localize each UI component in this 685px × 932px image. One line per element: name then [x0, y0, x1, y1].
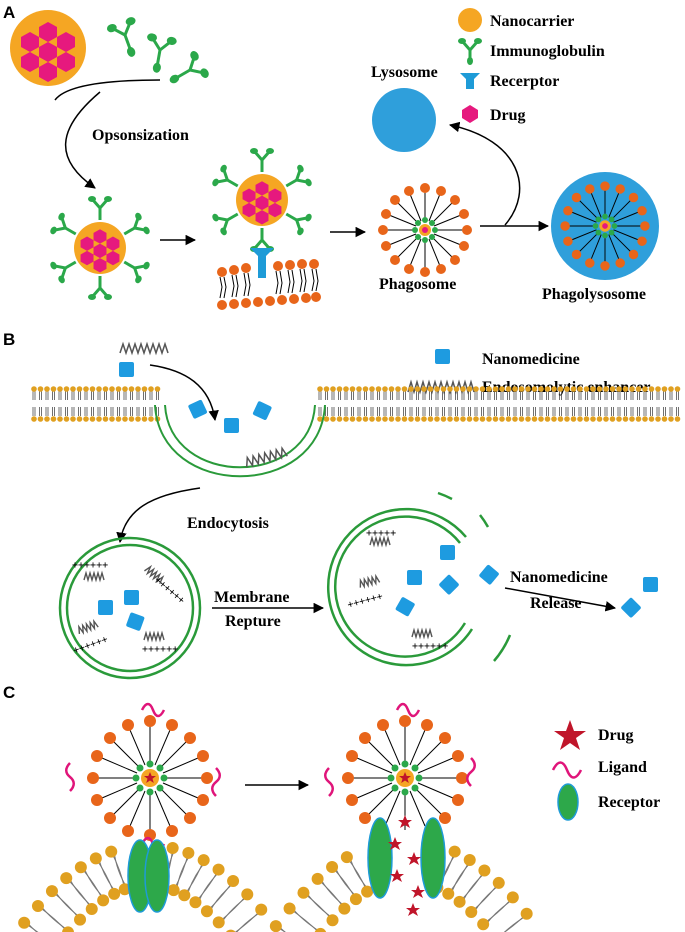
- endocytic-pit-outer: [154, 404, 326, 478]
- svg-text:+++++: +++++: [366, 528, 396, 539]
- nanomedicine-icon: [435, 349, 450, 364]
- endocytosis-label: Endocytosis: [187, 515, 269, 532]
- svg-text:++++++: ++++++: [72, 560, 108, 571]
- receptor-membrane-right: [269, 845, 533, 932]
- svg-text:++++++: ++++++: [412, 641, 448, 652]
- legend-a-label-3: Drug: [490, 107, 526, 124]
- panel-a-legend: Nanocarrier Immunoglobulin Recerptor Dru…: [458, 8, 605, 124]
- phagosome-label: Phagosome: [379, 276, 456, 293]
- incoming-nanomedicine: [119, 362, 134, 377]
- endosome: ++++++ ++++++ ++++++ ++++++: [58, 536, 202, 680]
- svg-text:++++++: ++++++: [346, 591, 384, 611]
- merge-line: [54, 79, 161, 101]
- panel-c: C Drug Ligand Receptor: [3, 683, 660, 932]
- receptor-ellipse-icon: [557, 783, 579, 821]
- release-arrow: [504, 587, 617, 612]
- pit-nanomedicine: [252, 401, 272, 420]
- pit-enhancer: [245, 445, 288, 468]
- nanocarrier-loaded: [10, 10, 86, 86]
- phagolysosome-label: Phagolysosome: [542, 286, 646, 303]
- legend-b-label-0: Nanomedicine: [482, 351, 580, 368]
- legend-c-label-2: Receptor: [598, 794, 660, 811]
- endosome-arrow: [116, 487, 201, 544]
- phagolysosome: [551, 172, 659, 280]
- phagosome: [378, 183, 472, 277]
- ligand-icon: [551, 761, 583, 779]
- legend-c-label-0: Drug: [598, 727, 634, 744]
- incoming-enhancer: [119, 341, 169, 356]
- free-immunoglobulins: [106, 17, 209, 84]
- svg-text:++++++: ++++++: [142, 644, 178, 655]
- released-drugs: [388, 815, 425, 916]
- opsonization-label: Opsonsization: [92, 127, 189, 144]
- released-nanomedicine: [621, 597, 641, 618]
- receptor-right-1: [367, 817, 393, 899]
- immunoglobulin-icon: [458, 38, 482, 65]
- svg-text:++++++: ++++++: [152, 575, 187, 607]
- svg-text:++++++: ++++++: [72, 634, 110, 657]
- drug-icon: [462, 105, 478, 123]
- receptor-right-2: [420, 817, 446, 899]
- released-nanomedicine: [643, 577, 658, 592]
- panel-a-letter: A: [3, 3, 15, 22]
- ruptured-endosome: +++++ ++++++ ++++++: [326, 491, 512, 667]
- panel-c-letter: C: [3, 683, 15, 702]
- legend-a-label-2: Recerptor: [490, 73, 559, 90]
- panel-a: A Nanocarrier Immunoglobulin Recerptor D…: [3, 3, 659, 310]
- legend-a-label-1: Immunoglobulin: [490, 43, 605, 60]
- release-label-2: Release: [530, 595, 582, 612]
- receptor-membrane-left: [18, 841, 268, 932]
- endocytic-pit-inner: [164, 404, 316, 469]
- lysosome-label: Lysosome: [371, 64, 438, 81]
- opsonization-arrow: [64, 91, 101, 189]
- receptor-left-2: [144, 839, 170, 913]
- pit-nanomedicine: [188, 399, 207, 419]
- panel-b-letter: B: [3, 330, 15, 349]
- pit-nanomedicine: [224, 418, 239, 433]
- cell-membrane: [31, 386, 681, 422]
- legend-c-label-1: Ligand: [598, 759, 647, 776]
- lysosome: [372, 88, 436, 152]
- membrane-label-2: Repture: [225, 613, 281, 630]
- release-label-1: Nanomedicine: [510, 569, 608, 586]
- opsonized-nanocarrier: [50, 196, 150, 300]
- receptor-icon: [460, 73, 480, 89]
- nanocarrier-icon: [458, 8, 482, 32]
- receptor-binding: [212, 148, 321, 310]
- panel-b: B Nanomedicine Endosomolytic enhancer En…: [3, 330, 681, 680]
- membrane-label-1: Membrane: [214, 589, 290, 606]
- ligand-micelle-right: [324, 702, 476, 830]
- endocytosis-entry-arrow: [149, 364, 219, 422]
- star-drug-icon: [554, 720, 586, 750]
- legend-a-label-0: Nanocarrier: [490, 13, 574, 30]
- arrow-to-lysosome: [448, 121, 521, 226]
- ligand-micelle-left: [65, 702, 221, 852]
